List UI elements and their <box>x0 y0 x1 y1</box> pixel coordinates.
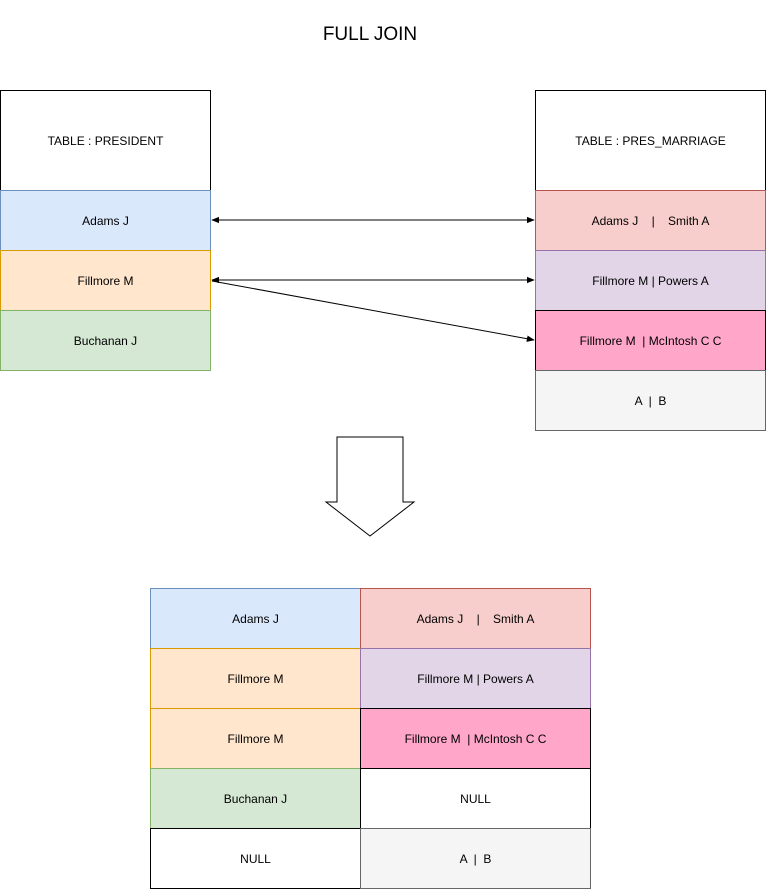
pres-marriage-row-adams-smith: Adams J | Smith A <box>535 190 766 251</box>
president-row-fillmore: Fillmore M <box>0 250 211 311</box>
pres-marriage-row-fillmore-powers: Fillmore M | Powers A <box>535 250 766 311</box>
result-row5-right: A | B <box>360 828 591 889</box>
pres-marriage-row-a-b: A | B <box>535 370 766 431</box>
result-row4-right: NULL <box>360 768 591 829</box>
result-row1-left: Adams J <box>150 588 361 649</box>
pres-marriage-row-fillmore-mcintosh: Fillmore M | McIntosh C C <box>535 310 766 371</box>
result-row2-right: Fillmore M | Powers A <box>360 648 591 709</box>
connector-fillmore-mcintosh <box>211 280 535 342</box>
result-row5-left: NULL <box>150 828 361 889</box>
result-row2-left: Fillmore M <box>150 648 361 709</box>
result-row3-right: Fillmore M | McIntosh C C <box>360 708 591 769</box>
result-row4-left: Buchanan J <box>150 768 361 829</box>
result-row3-left: Fillmore M <box>150 708 361 769</box>
result-row1-right: Adams J | Smith A <box>360 588 591 649</box>
president-row-buchanan: Buchanan J <box>0 310 211 371</box>
diagram-title: FULL JOIN <box>322 24 418 45</box>
pres-marriage-table-header: TABLE : PRES_MARRIAGE <box>535 90 766 191</box>
president-table-header: TABLE : PRESIDENT <box>0 90 211 191</box>
down-arrow-icon <box>324 436 416 537</box>
